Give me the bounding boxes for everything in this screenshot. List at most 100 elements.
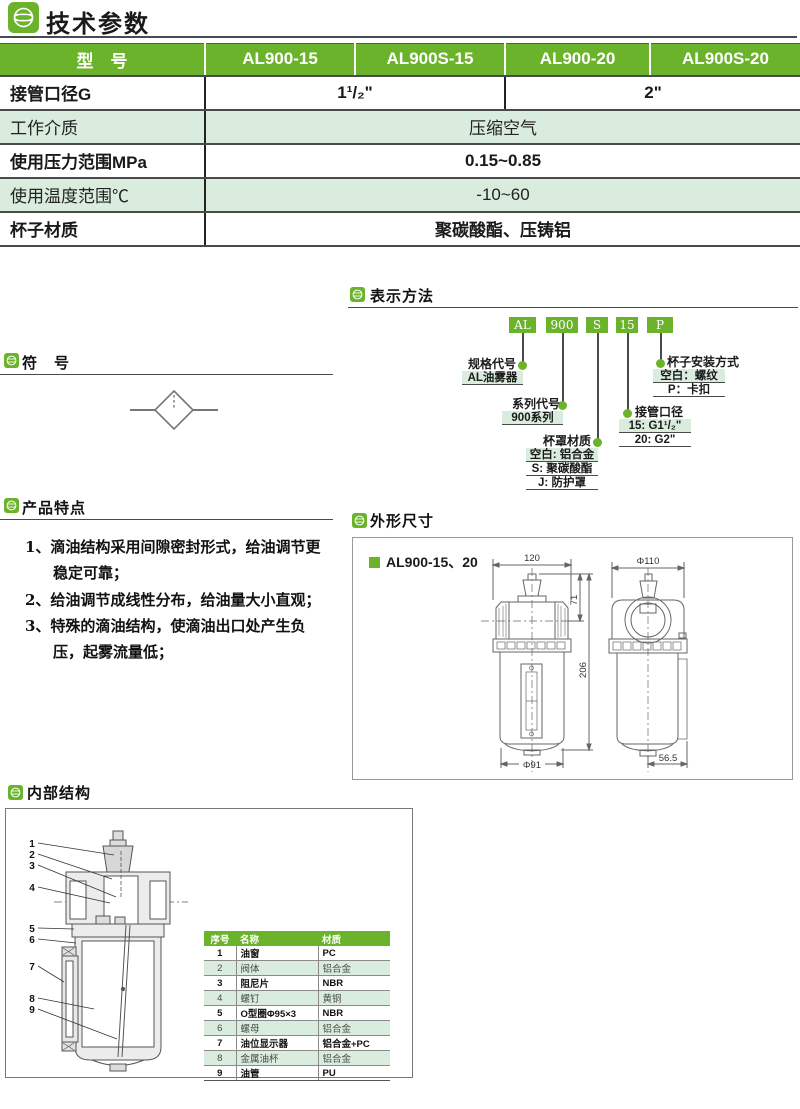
- section-globe-icon: [8, 785, 23, 805]
- spec-value: 压缩空气: [205, 109, 800, 145]
- section-globe-icon: [350, 287, 365, 307]
- spec-value-15: 1¹/₂": [205, 75, 506, 111]
- part-no: 5: [204, 1005, 236, 1021]
- part-material: 铝合金: [317, 960, 390, 976]
- spec-col-al900s-20: AL900S-20: [650, 43, 800, 77]
- spec-row-medium: 工作介质 压缩空气: [0, 109, 800, 145]
- code-box-al: AL: [509, 317, 536, 333]
- internal-title: 内部结构: [27, 785, 92, 802]
- leader-line: [562, 333, 564, 405]
- section-globe-icon: [4, 498, 19, 518]
- part-material: 铝合金: [317, 1050, 390, 1066]
- feature-list: 1、滴油结构采用间隙密封形式，给油调节更稳定可靠； 2、给油调节成线性分布，给油…: [0, 534, 333, 665]
- model-swatch-icon: [369, 557, 380, 568]
- callout-1: 1: [29, 839, 35, 850]
- option-row: 900系列: [502, 411, 563, 425]
- part-name: O型圈Φ95×3: [235, 1005, 318, 1021]
- part-material: 铝合金+PC: [317, 1035, 390, 1051]
- ordering-section: 表示方法 AL 900 S 15 P 规格代号 系列代号 杯罩材质 接管口径 杯…: [340, 285, 800, 503]
- model-label-row: AL900-15、20: [369, 552, 478, 572]
- part-no: 2: [204, 960, 236, 976]
- spec-row-port: 接管口径G 1¹/₂" 2": [0, 75, 800, 111]
- option-row: S: 聚碳酸酯: [526, 462, 598, 476]
- option-row: 空白：螺纹: [653, 369, 725, 383]
- leader-dot: [518, 361, 527, 370]
- leader-dot: [593, 438, 602, 447]
- dim-body-dia: Φ110: [637, 556, 660, 567]
- symbol-rule: [0, 374, 333, 375]
- spec-col-al900-15: AL900-15: [205, 43, 356, 77]
- option-row: J: 防护罩: [526, 476, 598, 490]
- spec-header-row: 型 号 AL900-15 AL900S-15 AL900-20 AL900S-2…: [0, 43, 800, 77]
- symbol-title: 符 号: [22, 355, 71, 372]
- dim-bowl-dia: Φ91: [523, 760, 541, 771]
- group-rows-spec-code: AL油雾器: [462, 371, 523, 385]
- dim-offset: 56.5: [659, 753, 678, 764]
- part-no: 6: [204, 1020, 236, 1036]
- spec-label: 使用温度范围℃: [0, 177, 206, 213]
- dimension-drawing: 120 71 206 Φ91 Φ110 56.5: [481, 553, 689, 772]
- part-no: 9: [204, 1065, 236, 1081]
- part-name: 油位显示器: [235, 1035, 318, 1051]
- part-material: PU: [317, 1065, 390, 1081]
- dim-total-height: 206: [578, 662, 589, 678]
- code-box-900: 900: [546, 317, 578, 333]
- symbol-section: 符 号: [0, 352, 333, 431]
- tech-params-header: 技术参数: [0, 0, 800, 38]
- leader-line: [597, 333, 599, 442]
- features-section: 产品特点 1、滴油结构采用间隙密封形式，给油调节更稳定可靠； 2、给油调节成线性…: [0, 497, 333, 665]
- part-name: 螺母: [235, 1020, 318, 1036]
- code-box-s: S: [586, 317, 608, 333]
- part-name: 金属油杯: [235, 1050, 318, 1066]
- spec-row-bowl-material: 杯子材质 聚碳酸酯、压铸铝: [0, 211, 800, 247]
- group-title-bowl-guard: 杯罩材质: [542, 434, 591, 448]
- leader-dot: [558, 401, 567, 410]
- callout-2: 2: [29, 850, 35, 861]
- ordering-title: 表示方法: [370, 288, 435, 305]
- part-material: 铝合金: [317, 1020, 390, 1036]
- dimensions-section: 外形尺寸 AL900-15、20: [348, 508, 795, 780]
- section-globe-icon: [352, 513, 367, 533]
- spec-value: 聚碳酸酯、压铸铝: [205, 211, 800, 247]
- part-name: 阀体: [235, 960, 318, 976]
- group-title-port-size: 接管口径: [635, 405, 684, 419]
- part-no: 8: [204, 1050, 236, 1066]
- part-name: 油管: [235, 1065, 318, 1081]
- features-rule: [0, 519, 333, 520]
- ordering-rule: [348, 307, 798, 308]
- spec-label: 接管口径G: [0, 75, 206, 111]
- callout-5: 5: [29, 924, 35, 935]
- spec-row-temperature: 使用温度范围℃ -10~60: [0, 177, 800, 213]
- parts-col-material: 材质: [318, 931, 390, 946]
- spec-col-model: 型 号: [0, 43, 206, 77]
- option-row: 20: G2": [619, 433, 691, 447]
- part-name: 油窗: [235, 946, 318, 961]
- callout-4: 4: [29, 883, 35, 894]
- parts-header-row: 序号 名称 材质: [204, 931, 390, 946]
- dim-front-width: 120: [524, 553, 540, 564]
- leader-line: [522, 333, 524, 365]
- group-rows-bowl-guard: 空白: 铝合金 S: 聚碳酸酯 J: 防护罩: [526, 448, 598, 490]
- part-material: PC: [317, 946, 390, 961]
- spec-row-pressure: 使用压力范围MPa 0.15~0.85: [0, 143, 800, 179]
- leader-line: [660, 333, 662, 363]
- group-title-spec-code: 规格代号: [467, 357, 516, 371]
- option-row: P：卡扣: [653, 383, 725, 397]
- page-title: 技术参数: [46, 11, 150, 38]
- parts-col-no: 序号: [204, 931, 236, 946]
- feature-item: 3、特殊的滴油结构，使滴油出口处产生负压，起雾流量低；: [25, 616, 306, 661]
- model-label: AL900-15、20: [386, 554, 478, 570]
- option-row: AL油雾器: [462, 371, 523, 385]
- spec-label: 工作介质: [0, 109, 206, 145]
- group-rows-bowl-mount: 空白：螺纹 P：卡扣: [653, 369, 725, 397]
- callout-6: 6: [29, 935, 35, 946]
- part-material: 黄铜: [317, 990, 390, 1006]
- header-rule: [0, 36, 797, 38]
- spec-label: 杯子材质: [0, 211, 206, 247]
